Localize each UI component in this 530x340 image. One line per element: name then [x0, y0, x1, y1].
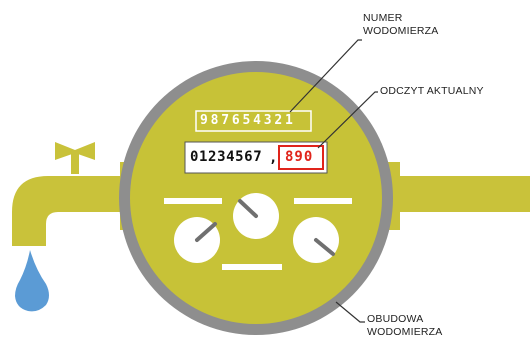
faucet-spout — [12, 176, 130, 246]
dial-left — [174, 217, 220, 263]
leader-line-meter-housing — [335, 301, 365, 323]
right-pipe — [398, 176, 530, 212]
label-meter-housing: OBUDOWA WODOMIERZA — [367, 313, 443, 339]
label-meter-number-line1: NUMER — [363, 12, 403, 24]
bar-top-left — [164, 198, 222, 204]
faucet-handle — [55, 142, 95, 174]
serial-number: 987654321 — [200, 113, 296, 128]
serial-number-box — [195, 110, 312, 132]
label-current-reading-line1: ODCZYT AKTUALNY — [380, 85, 484, 97]
water-drop-icon — [15, 250, 49, 312]
label-meter-housing-line2: WODOMIERZA — [367, 326, 443, 338]
fraction-box — [278, 145, 324, 170]
bar-top-right — [294, 198, 352, 204]
leader-line-current-reading — [317, 91, 378, 149]
label-meter-number-line2: WODOMIERZA — [363, 25, 439, 37]
label-current-reading: ODCZYT AKTUALNY — [380, 85, 484, 98]
label-meter-housing-line1: OBUDOWA — [367, 313, 424, 325]
bar-bottom — [222, 264, 282, 270]
label-meter-number: NUMER WODOMIERZA — [363, 12, 439, 38]
reading-main: 01234567 — [190, 149, 263, 165]
dial-center — [233, 193, 279, 239]
dial-right — [293, 217, 339, 263]
reading-fraction: 890 — [285, 149, 314, 165]
reading-separator: , — [269, 150, 278, 166]
leader-line-meter-number — [289, 39, 362, 113]
